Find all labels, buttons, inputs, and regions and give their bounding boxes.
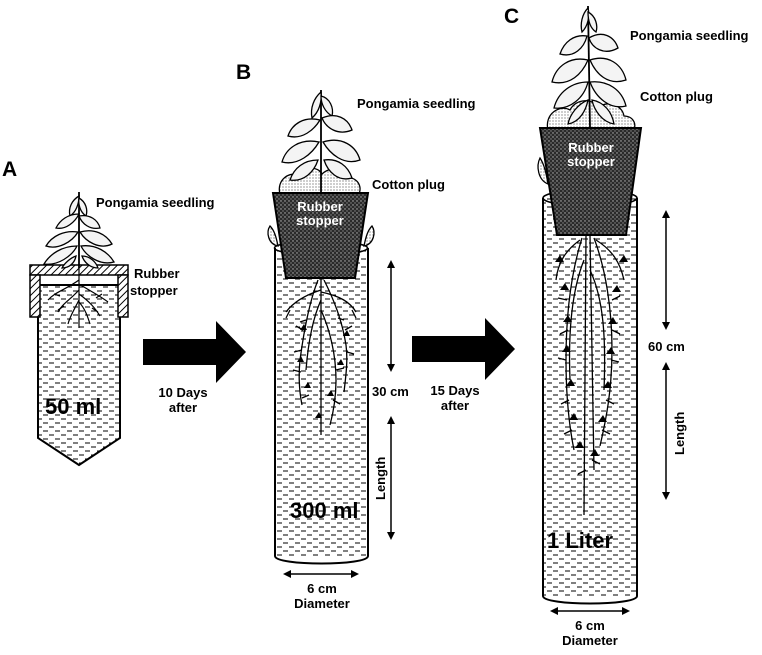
plug-label-b: Cotton plug	[372, 177, 445, 192]
seedling-icon	[42, 192, 115, 269]
volume-label-a: 50 ml	[45, 394, 102, 419]
stopper-label-a-line1: Rubber	[134, 266, 180, 281]
seedling-label-b: Pongamia seedling	[357, 96, 476, 111]
diameter-c-value: 6 cm	[575, 618, 605, 633]
arrow-1-line1: 10 Days	[158, 385, 208, 400]
arrow-2-line2: after	[440, 398, 470, 414]
rubber-stopper-icon	[271, 192, 370, 279]
diameter-b-label: Diameter	[294, 596, 350, 612]
rubber-stopper-icon	[538, 127, 643, 236]
right-arrow-icon	[143, 321, 246, 383]
root-system-icon	[47, 268, 109, 328]
plug-label-c: Cotton plug	[640, 89, 713, 104]
arrow-1-line2: after	[168, 400, 198, 416]
seedling-label-c: Pongamia seedling	[630, 28, 749, 43]
panel-a	[29, 192, 129, 467]
volume-label-c: 1 Liter	[547, 528, 614, 553]
length-value-c: 60 cm	[648, 339, 685, 354]
panel-c	[537, 5, 670, 615]
diameter-c-label: Diameter	[562, 633, 618, 649]
diameter-b-value: 6 cm	[307, 581, 337, 596]
arrow-1-label: 10 Days after	[148, 385, 218, 416]
volume-label-b: 300 ml	[290, 498, 359, 523]
stopper-b-line2: stopper	[296, 213, 344, 229]
seedling-icon	[551, 5, 627, 129]
stopper-c-line1: Rubber	[568, 140, 614, 155]
panel-b	[267, 90, 395, 578]
stopper-b-line1: Rubber	[297, 199, 343, 214]
length-label-c: Length	[672, 411, 687, 455]
diameter-label-c: 6 cm Diameter	[544, 618, 636, 649]
length-value-b: 30 cm	[372, 384, 409, 399]
diameter-label-b: 6 cm Diameter	[276, 581, 368, 612]
seedling-icon	[281, 90, 361, 193]
panel-letter-c: C	[504, 5, 520, 28]
length-label-b: Length	[373, 456, 388, 500]
stopper-label-a-line2: stopper	[130, 283, 178, 298]
arrow-2-label: 15 Days after	[420, 383, 490, 414]
right-arrow-icon	[412, 318, 515, 380]
arrow-2-line1: 15 Days	[430, 383, 480, 398]
panel-letter-a: A	[2, 158, 18, 181]
stopper-label-c: Rubber stopper	[558, 140, 624, 170]
panel-letter-b: B	[236, 61, 252, 84]
stopper-label-b: Rubber stopper	[288, 199, 352, 229]
stopper-c-line2: stopper	[567, 154, 615, 170]
seedling-label-a: Pongamia seedling	[96, 195, 215, 210]
tube-a	[37, 284, 121, 467]
